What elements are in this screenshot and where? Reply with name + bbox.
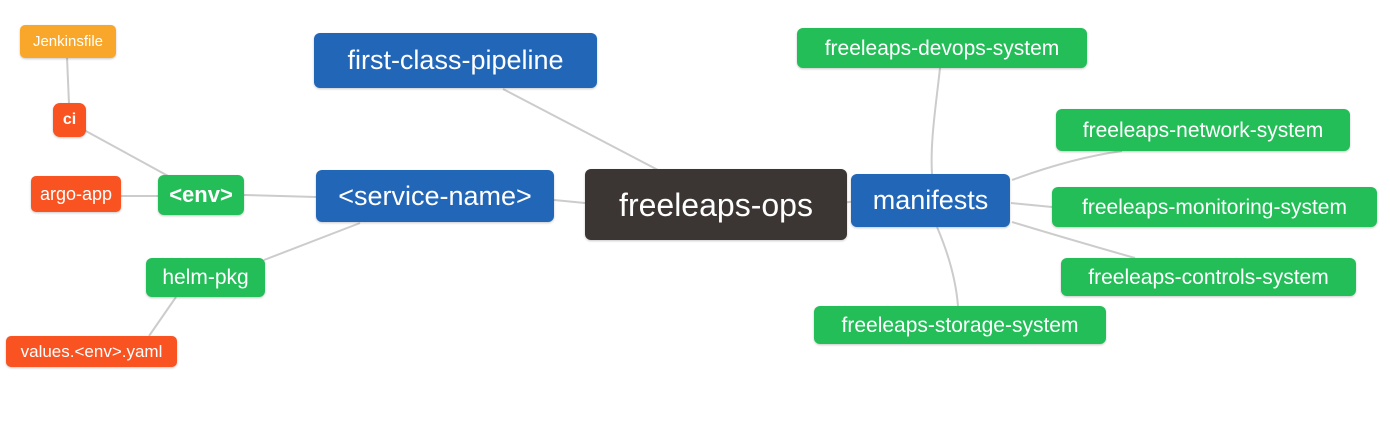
node-freeleaps-storage-system[interactable]: freeleaps-storage-system — [814, 306, 1106, 344]
edge-jenkinsfile-ci — [66, 56, 70, 105]
edge-manifests-network — [1011, 150, 1123, 181]
node-freeleaps-devops-system[interactable]: freeleaps-devops-system — [797, 28, 1087, 68]
node-service-name[interactable]: <service-name> — [316, 170, 554, 222]
node-manifests[interactable]: manifests — [851, 174, 1010, 227]
edge-helm-pkg-values — [148, 296, 177, 337]
edge-manifests-devops — [930, 67, 941, 175]
node-argo-app[interactable]: argo-app — [31, 176, 121, 212]
node-first-class-pipeline[interactable]: first-class-pipeline — [314, 33, 597, 88]
node-freeleaps-network-system[interactable]: freeleaps-network-system — [1056, 109, 1350, 151]
node-jenkinsfile[interactable]: Jenkinsfile — [20, 25, 116, 58]
edge-ci-env — [83, 129, 171, 178]
edge-service-name-ops — [553, 199, 586, 204]
node-freeleaps-ops-root[interactable]: freeleaps-ops — [585, 169, 847, 240]
node-ci[interactable]: ci — [53, 103, 86, 137]
node-freeleaps-controls-system[interactable]: freeleaps-controls-system — [1061, 258, 1356, 296]
edge-manifests-monitoring — [1010, 202, 1053, 208]
node-freeleaps-monitoring-system[interactable]: freeleaps-monitoring-system — [1052, 187, 1377, 227]
edge-env-service-name — [243, 194, 317, 198]
edge-manifests-storage — [936, 226, 959, 307]
node-helm-pkg[interactable]: helm-pkg — [146, 258, 265, 297]
node-values-env-yaml[interactable]: values.<env>.yaml — [6, 336, 177, 367]
edge-service-name-helm-pkg — [263, 222, 361, 261]
edge-pipeline-ops — [502, 88, 659, 171]
node-env[interactable]: <env> — [158, 175, 244, 215]
edge-manifests-controls — [1011, 221, 1136, 259]
